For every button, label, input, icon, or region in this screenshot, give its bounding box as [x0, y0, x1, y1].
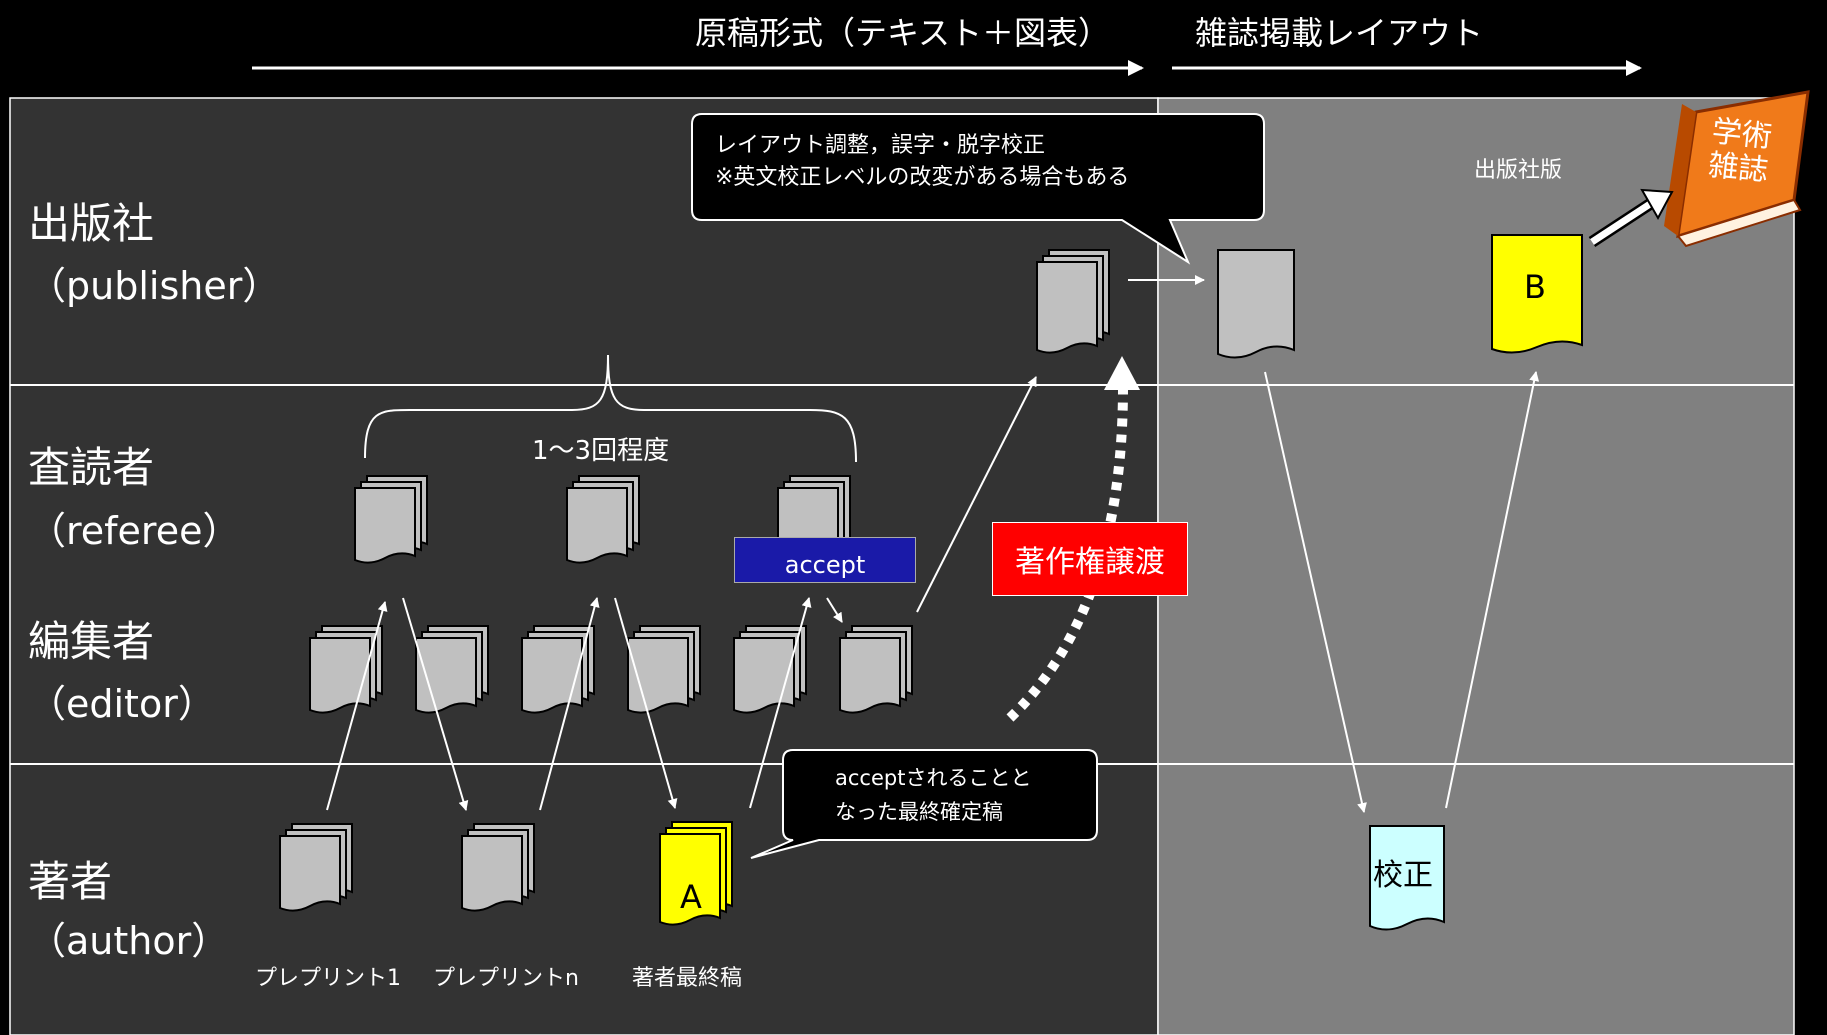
accept-badge: accept — [734, 537, 916, 583]
layout-callout-line2: ※英文校正レベルの改変がある場合もある — [715, 165, 1130, 190]
phase1-title: 原稿形式（テキスト＋図表） — [695, 14, 1111, 52]
review-rounds-label: 1～3回程度 — [532, 436, 670, 466]
flow-arrow — [1264, 371, 1367, 813]
editor-doc-stack — [733, 625, 807, 714]
copyright-transfer-label: 著作権譲渡 — [992, 522, 1188, 596]
doc-b-label: B — [1524, 268, 1546, 306]
to-journal-arrow-inner — [1590, 201, 1652, 245]
phase2-title: 雑誌掲載レイアウト — [1195, 14, 1484, 52]
layout-callout-line1: レイアウト調整，誤字・脱字校正 — [715, 133, 1046, 158]
preprintn-doc-stack — [461, 823, 535, 912]
lane-label-editor: 編集者 — [28, 617, 155, 666]
preprint1-label: プレプリント1 — [255, 966, 401, 991]
flow-arrow — [539, 597, 600, 811]
author-final-doc-stack — [659, 821, 733, 926]
accepted-callout-line2: なった最終確定稿 — [835, 800, 1003, 824]
flow-arrow — [326, 601, 388, 811]
preprint1-doc-stack — [279, 823, 353, 912]
journal-book-title: 学術 雑誌 — [1697, 114, 1784, 190]
manuscript-panel — [9, 97, 1159, 1035]
editor-doc-stack — [839, 625, 913, 714]
referee-doc-stack — [354, 475, 428, 564]
flow-arrow — [749, 597, 812, 809]
author-final-label: 著者最終稿 — [632, 966, 743, 991]
publisher-version-doc-b — [1491, 234, 1583, 354]
lane-label-publisher-en: （publisher） — [28, 264, 281, 308]
rounds-brace — [364, 354, 857, 463]
lane-label-editor-en: （editor） — [28, 682, 216, 726]
flow-arrow — [826, 597, 843, 623]
copyright-arrowhead — [1104, 356, 1140, 390]
lane-label-publisher: 出版社 — [28, 199, 155, 248]
doc-a-label: A — [680, 878, 702, 916]
to-journal-arrowhead — [1640, 188, 1674, 221]
academic-journal-book-icon — [1664, 90, 1810, 248]
lane-label-referee-en: （referee） — [28, 509, 241, 553]
lane-label-author-en: （author） — [28, 919, 230, 963]
editor-doc-stack — [521, 625, 595, 714]
flow-arrow — [614, 597, 678, 809]
proof-label: 校正 — [1373, 858, 1433, 893]
lane-label-referee: 査読者 — [28, 443, 155, 492]
publisher-received-doc-stack — [1036, 249, 1110, 354]
flow-arrow — [1445, 371, 1540, 809]
flow-arrow — [916, 376, 1037, 613]
referee-doc-stack — [566, 475, 640, 564]
lane-label-author: 著者 — [28, 857, 113, 906]
accepted-callout-line1: acceptされることと — [835, 766, 1032, 790]
flow-arrow — [402, 597, 469, 811]
accepted-callout-bubble — [750, 749, 1098, 859]
publisher-version-label: 出版社版 — [1474, 158, 1563, 183]
editor-doc-stack — [415, 625, 489, 714]
editor-doc-stack — [627, 625, 701, 714]
layout-doc — [1217, 249, 1295, 359]
proof-doc — [1369, 825, 1445, 931]
layout-callout-bubble — [691, 113, 1265, 265]
preprintn-label: プレプリントn — [433, 966, 579, 991]
